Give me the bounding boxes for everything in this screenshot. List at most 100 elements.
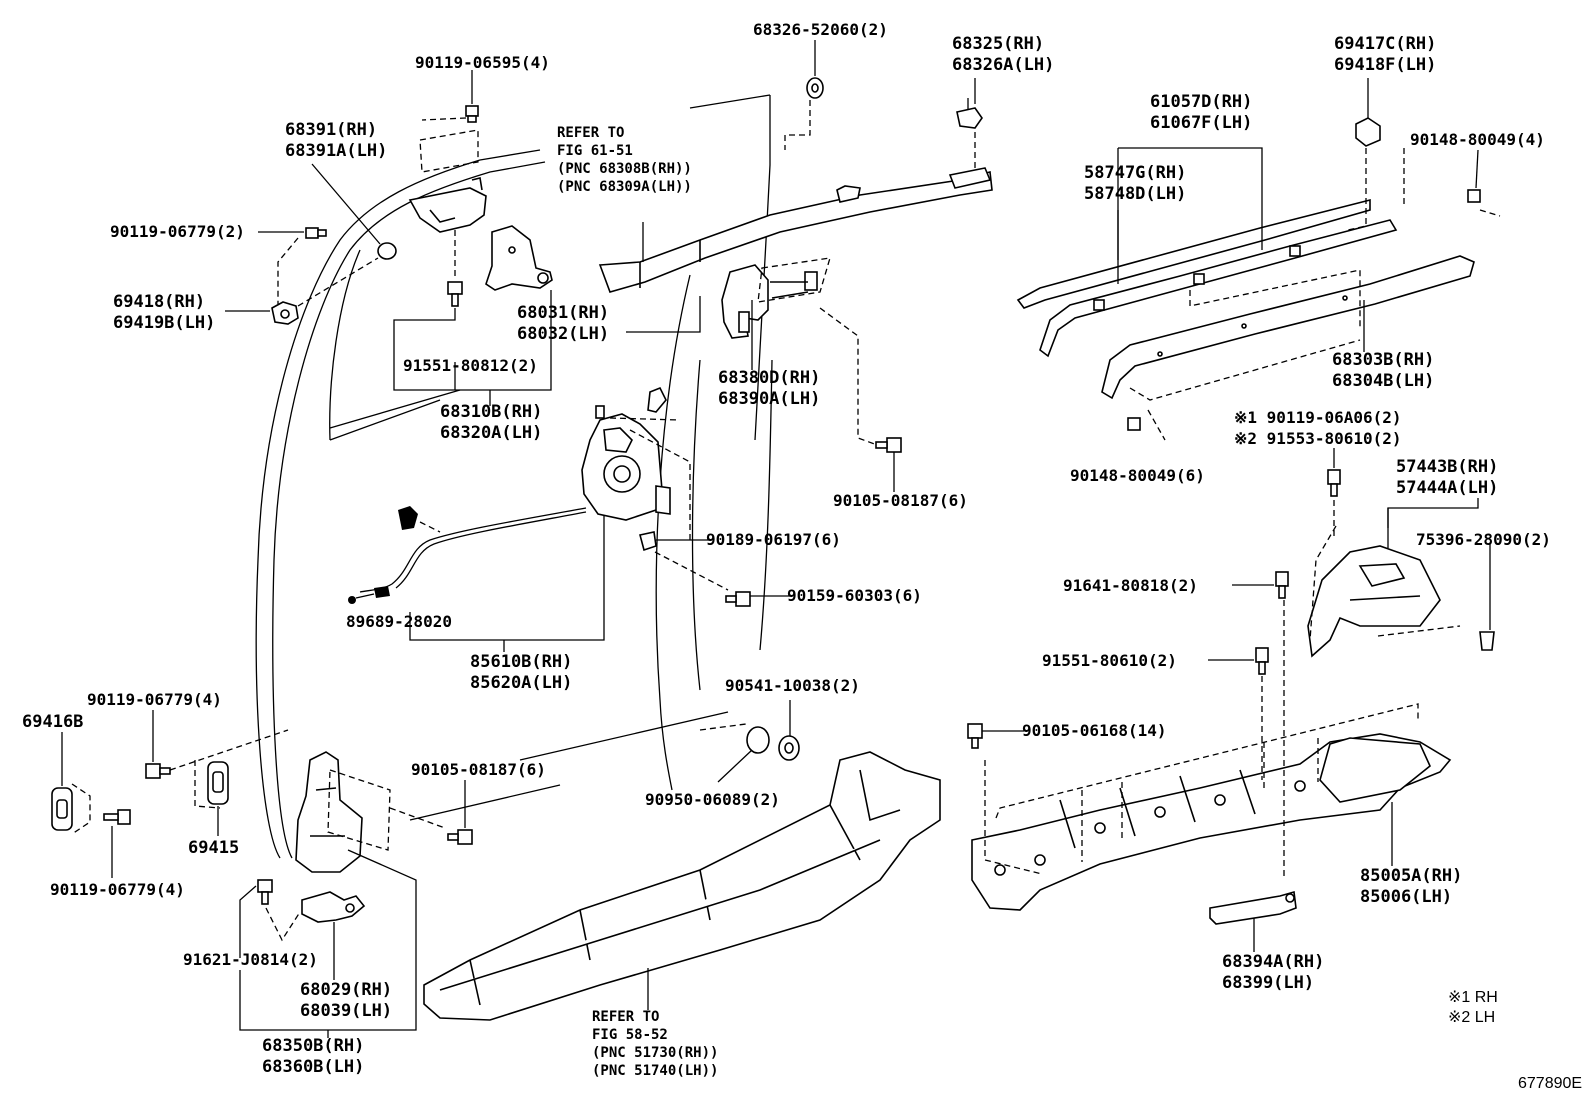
dash-lock-2 <box>609 417 681 421</box>
label-69419b: 69419B(LH) <box>113 313 216 333</box>
label-90148-80049-4: 90148-80049(4) <box>1410 130 1545 149</box>
clip-90189-06197 <box>639 531 657 552</box>
bolt-90119-06779-top <box>305 227 327 239</box>
label-89689-28020: 89689-28020 <box>346 612 452 631</box>
clip-75396-28090 <box>1479 631 1495 651</box>
latch-plate-68031 <box>485 225 553 291</box>
roller-hinge-68380d <box>721 264 818 339</box>
label-90119-06779-4b: 90119-06779(4) <box>50 880 185 899</box>
label-91551-80812: 91551-80812(2) <box>403 356 538 375</box>
label-61067f: 61067F(LH) <box>1150 113 1253 133</box>
grommet-68326 <box>806 77 824 99</box>
bolt-90159-60303 <box>725 591 751 607</box>
dash-68380d <box>757 257 831 303</box>
label-90119-06779-4a: 90119-06779(4) <box>87 690 222 709</box>
label-58747g: 58747G(RH) <box>1084 163 1187 183</box>
dash-cable <box>419 521 441 533</box>
label-68304b: 68304B(LH) <box>1332 371 1435 391</box>
rail-61057d <box>1039 219 1398 358</box>
refer-58-52-line2: FIG 58-52 <box>592 1027 668 1043</box>
label-68310b: 68310B(RH) <box>440 402 543 422</box>
label-68380d: 68380D(RH) <box>718 368 821 388</box>
label-85610b: 85610B(RH) <box>470 652 573 672</box>
bolt-90119-06779-a <box>145 763 171 779</box>
label-68325: 68325(RH) <box>952 34 1045 54</box>
label-57443b: 57443B(RH) <box>1396 457 1499 477</box>
dash-69416b <box>71 783 91 835</box>
label-68029: 68029(RH) <box>300 980 393 1000</box>
label-58748d: 58748D(LH) <box>1084 184 1187 204</box>
label-69418f: 69418F(LH) <box>1334 55 1437 75</box>
label-90148-80049-6: 90148-80049(6) <box>1070 466 1205 485</box>
rail-68303b <box>1101 255 1475 400</box>
rail-58747g <box>1016 198 1371 309</box>
plug-90950 <box>746 726 770 754</box>
lock-cable-89689 <box>348 506 587 604</box>
bumper-69418 <box>271 301 299 325</box>
leader-lines <box>61 40 1491 1038</box>
bolt-91551-80812 <box>447 281 463 307</box>
bolt-90105-08187-top <box>875 437 902 453</box>
label-68390a: 68390A(LH) <box>718 389 821 409</box>
label-68326-52060: 68326-52060(2) <box>753 20 888 39</box>
refer-61-51-line2: FIG 61-51 <box>557 143 633 159</box>
label-68326a: 68326A(LH) <box>952 55 1055 75</box>
label-91551-80610: 91551-80610(2) <box>1042 651 1177 670</box>
bolt-90105-08187-mid <box>447 829 473 845</box>
bolt-90105-06168 <box>967 723 983 749</box>
dash-90148-4 <box>1479 209 1501 217</box>
illustration-code: 677890E <box>1518 1075 1583 1092</box>
dash-90541 <box>699 723 747 731</box>
label-90105-06168: 90105-06168(14) <box>1022 721 1167 740</box>
legend-lh: ※2 LH <box>1448 1009 1496 1026</box>
dash-69418-2 <box>297 257 379 307</box>
label-69415: 69415 <box>188 838 240 858</box>
refer-61-51-line1: REFER TO <box>557 125 625 141</box>
bolt-90148-80049-6 <box>1127 417 1141 431</box>
bracket-68394a <box>1209 890 1297 925</box>
dash-75396 <box>1377 625 1461 637</box>
bolt-90148-80049-4 <box>1467 189 1481 203</box>
label-90119-06a06: ※1 90119-06A06(2) <box>1234 408 1402 427</box>
dash-57443 <box>1309 525 1337 641</box>
dash-90119-06595 <box>421 117 467 121</box>
bolt-91551-80610 <box>1255 647 1269 675</box>
label-68394a: 68394A(RH) <box>1222 952 1325 972</box>
stopper-68391 <box>377 242 397 260</box>
door-lock-85610b <box>581 386 671 521</box>
label-90541-10038: 90541-10038(2) <box>725 676 860 695</box>
door-opening-outline <box>255 94 773 859</box>
dash-rails2 <box>1129 339 1361 401</box>
dash-undercover-left <box>984 760 1043 875</box>
dash-90105-top <box>819 307 881 447</box>
label-85005a: 85005A(RH) <box>1360 866 1463 886</box>
dash-lower-hinge <box>327 769 391 851</box>
label-68031: 68031(RH) <box>517 303 610 323</box>
label-68039: 68039(LH) <box>300 1001 393 1021</box>
label-68303b: 68303B(RH) <box>1332 350 1435 370</box>
dash-90159 <box>654 551 729 591</box>
bolt-91641-80818 <box>1275 571 1289 599</box>
label-90105-08187-top: 90105-08187(6) <box>833 491 968 510</box>
label-85620a: 85620A(LH) <box>470 673 573 693</box>
label-91553-80610: ※2 91553-80610(2) <box>1234 429 1402 448</box>
label-61057d: 61057D(RH) <box>1150 92 1253 112</box>
label-68391a: 68391A(LH) <box>285 141 388 161</box>
dash-undercover-top <box>995 703 1419 819</box>
dash-rails <box>1189 269 1361 330</box>
label-90119-06595: 90119-06595(4) <box>415 53 550 72</box>
rocker-panel <box>423 751 941 1021</box>
label-69418: 69418(RH) <box>113 292 206 312</box>
bracket-68325 <box>956 98 983 129</box>
dash-lock-1 <box>629 429 691 540</box>
bracket-57443b <box>1307 545 1441 658</box>
label-90950-06089: 90950-06089(2) <box>645 790 780 809</box>
bolt-91553-80610 <box>1327 469 1341 497</box>
undercover-85005a <box>971 733 1452 911</box>
label-57444a: 57444A(LH) <box>1396 478 1499 498</box>
label-69416b: 69416B <box>22 712 84 732</box>
bumper-69416b <box>51 787 73 831</box>
label-68350b: 68350B(RH) <box>262 1036 365 1056</box>
label-85006: 85006(LH) <box>1360 887 1453 907</box>
